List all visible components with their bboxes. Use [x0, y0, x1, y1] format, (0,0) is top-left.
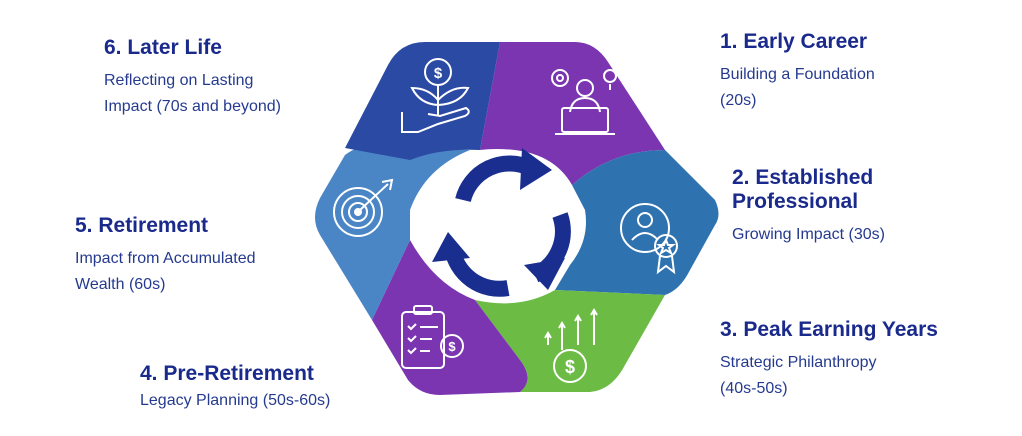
stage-title: 3. Peak Earning Years [720, 318, 938, 341]
segment-peak-earning [475, 290, 665, 392]
stage-title: 6. Later Life [104, 36, 222, 59]
target-icon [333, 178, 394, 237]
stage-label-early-career: 1. Early Career Building a Foundation (2… [720, 30, 875, 114]
professional-laptop-icon [551, 69, 617, 135]
money-plant-dollar: $ [434, 65, 443, 82]
stage-title: 4. Pre-Retirement [140, 362, 314, 385]
money-plant-icon [401, 58, 470, 133]
money-growth-dollar: $ [565, 357, 575, 377]
money-growth-icon [544, 308, 598, 383]
stage-label-retirement: 5. Retirement Impact from Accumulated We… [75, 214, 256, 298]
stage-subtitle: Impact from Accumulated Wealth (60s) [75, 250, 256, 293]
stage-label-peak-earning: 3. Peak Earning Years Strategic Philanth… [720, 318, 938, 402]
stage-title: 2. Established Professional [732, 166, 874, 213]
stage-subtitle: Growing Impact (30s) [732, 226, 885, 243]
stage-label-pre-retirement: 4. Pre-Retirement Legacy Planning (50s-6… [140, 362, 330, 414]
stage-subtitle: Building a Foundation (20s) [720, 66, 875, 109]
segment-established-professional [555, 150, 719, 295]
stage-label-later-life: 6. Later Life Reflecting on Lasting Impa… [104, 36, 281, 120]
checklist-money-dollar: $ [448, 339, 456, 354]
stage-label-established-professional: 2. Established Professional Growing Impa… [732, 166, 885, 248]
stage-subtitle: Legacy Planning (50s-60s) [140, 392, 331, 409]
checklist-money-icon [401, 305, 464, 369]
stage-title: 1. Early Career [720, 30, 868, 53]
stage-subtitle: Strategic Philanthropy (40s-50s) [720, 354, 877, 397]
segment-pre-retirement [372, 240, 528, 395]
segment-early-career [480, 42, 665, 185]
user-badge-icon [620, 203, 678, 275]
cycle-arrowheads [432, 148, 565, 290]
stage-title: 5. Retirement [75, 214, 209, 237]
stage-subtitle: Reflecting on Lasting Impact (70s and be… [104, 72, 281, 115]
